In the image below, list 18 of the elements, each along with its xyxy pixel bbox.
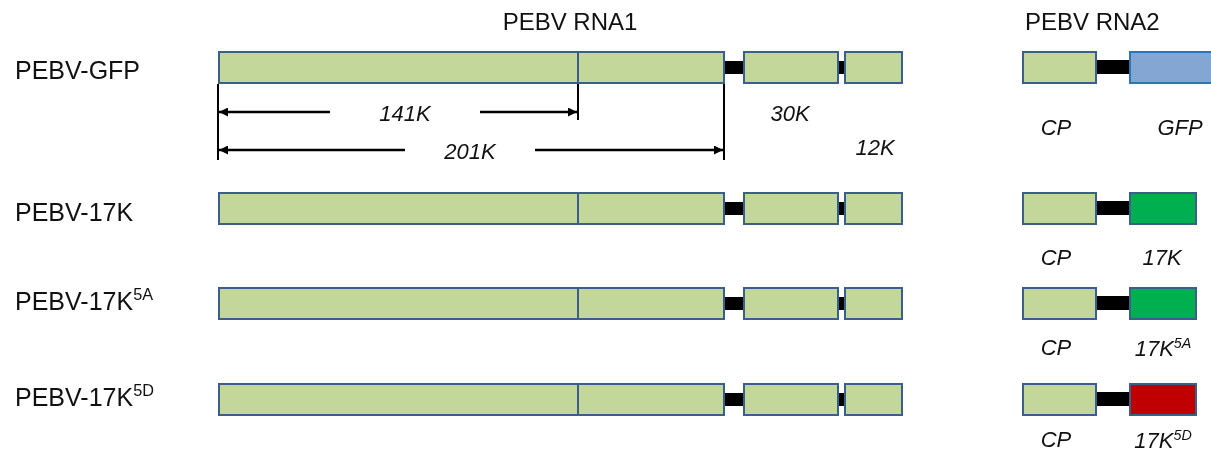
- construct-name: PEBV-17K$^{5D}$: [15, 382, 154, 410]
- gene-label: 141K: [379, 103, 431, 125]
- gene-label: CP: [1040, 117, 1072, 139]
- gene-label: 12K: [855, 137, 895, 159]
- gene-label: CP: [1040, 429, 1072, 451]
- gene-label: 17K$^{5A}$: [1134, 335, 1192, 361]
- construct-name: PEBV-17K: [15, 199, 134, 225]
- construct-name: PEBV-GFP: [15, 57, 141, 83]
- gene-label: 17K$^{5D}$: [1134, 427, 1192, 453]
- gene-label: 17K: [1142, 247, 1182, 269]
- gene-label: CP: [1040, 247, 1072, 269]
- gene-label: CP: [1040, 337, 1072, 359]
- segment-heading: PEBV RNA2: [1025, 10, 1160, 34]
- gene-label: 30K: [770, 103, 810, 125]
- gene-label: 201K: [444, 141, 496, 163]
- segment-heading: PEBV RNA1: [502, 10, 638, 34]
- gene-label: GFP: [1157, 117, 1203, 139]
- construct-name: PEBV-17K$^{5A}$: [15, 286, 154, 314]
